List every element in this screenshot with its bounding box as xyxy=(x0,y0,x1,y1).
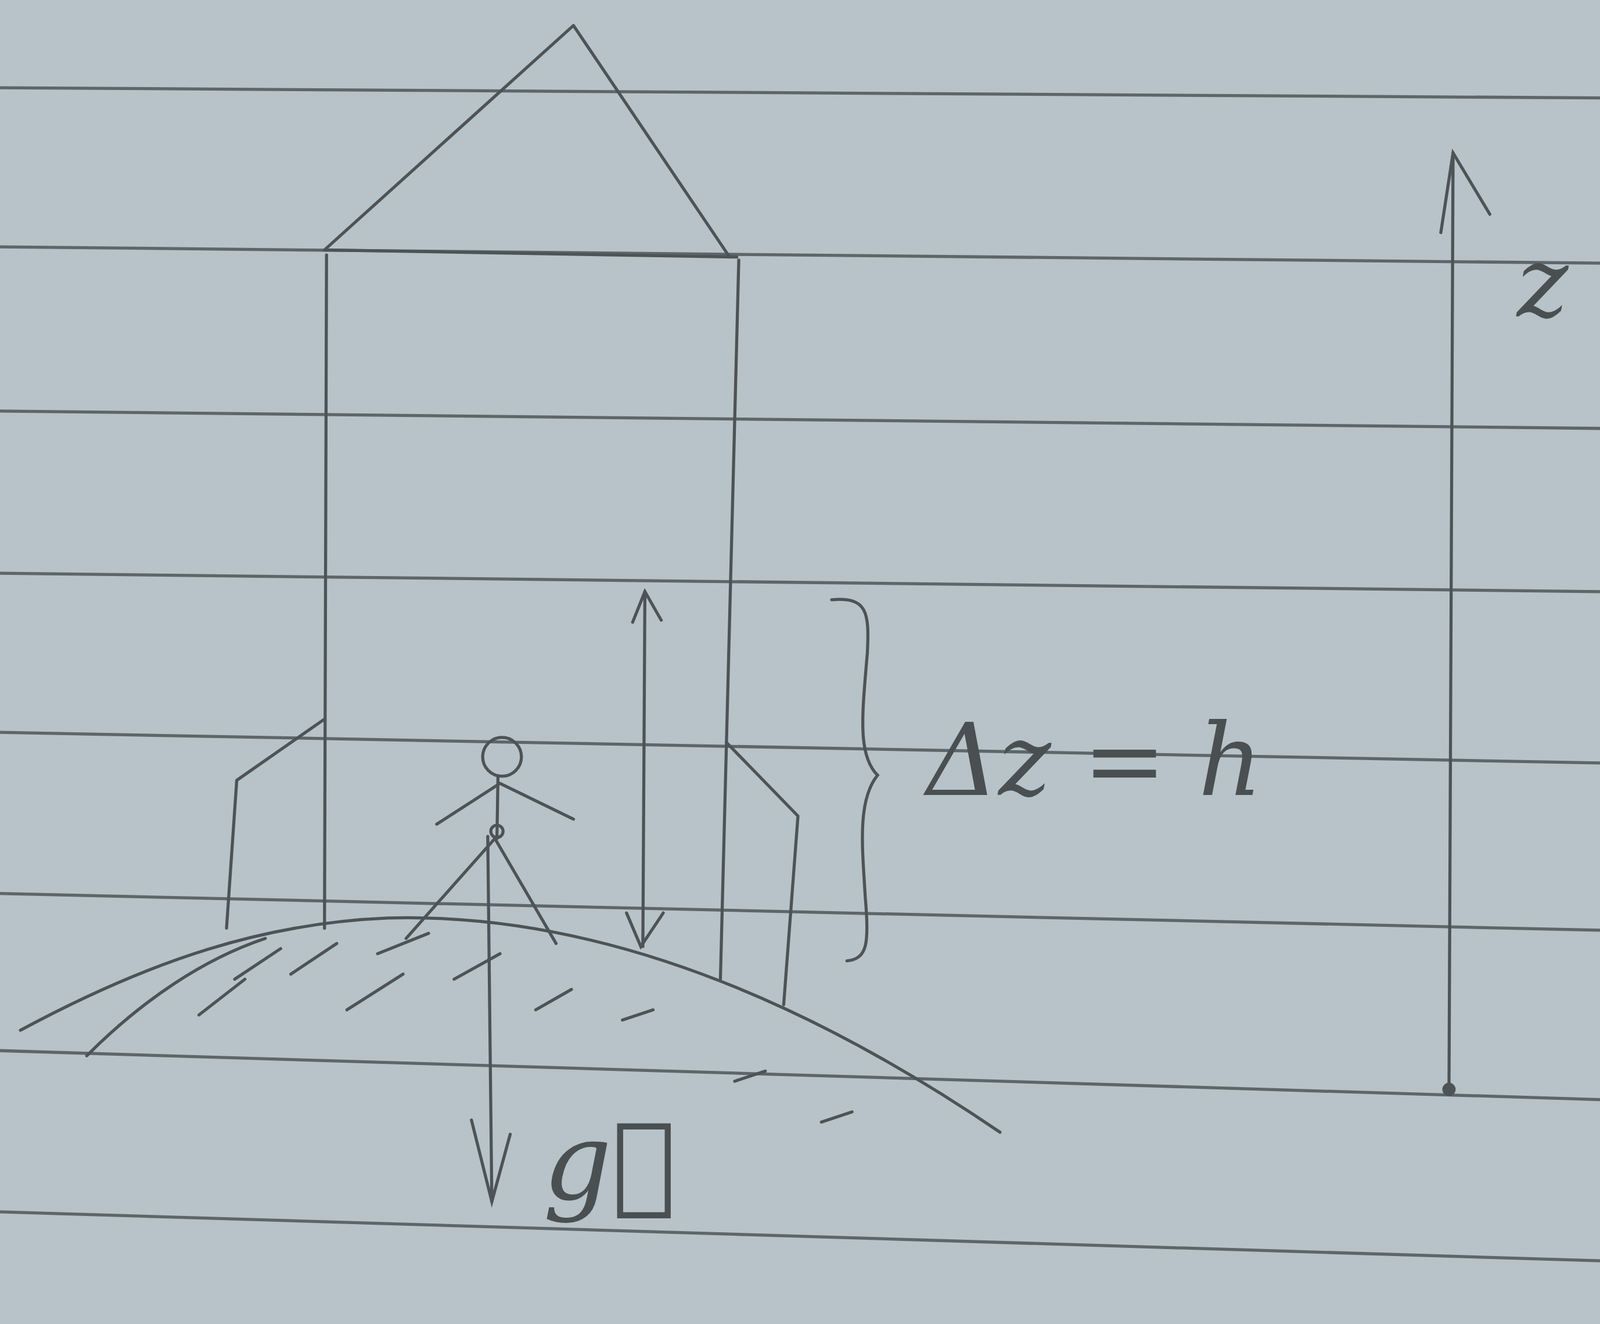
hill xyxy=(20,917,1001,1132)
vector-label: g⃗ xyxy=(543,1103,677,1222)
height-arrow xyxy=(626,591,664,947)
paper-lines xyxy=(0,87,1600,1261)
brace xyxy=(831,599,878,961)
axis-label: z xyxy=(1516,229,1569,337)
z-axis xyxy=(1440,152,1490,1095)
gravity-vector xyxy=(471,836,511,1202)
dimension-label: Δz = h xyxy=(926,705,1263,816)
tower-drawing xyxy=(226,25,798,1005)
